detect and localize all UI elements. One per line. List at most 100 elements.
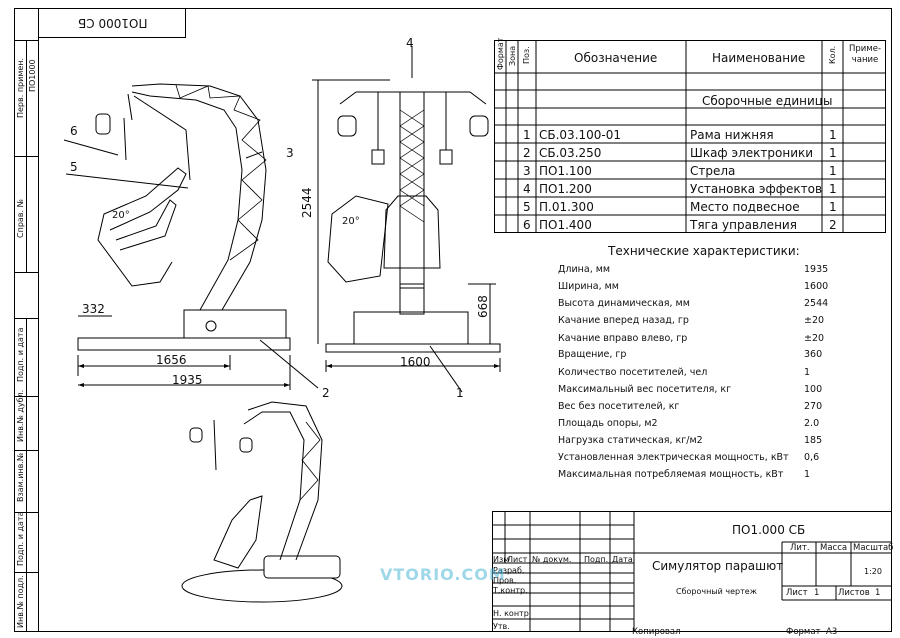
spec-name-7: Количество посетителей, чел <box>558 367 708 378</box>
bom-row-4-naim: Установка эффектов <box>690 182 823 196</box>
spec-name-3: Высота динамическая, мм <box>558 298 690 309</box>
bom-row-1-kol: 1 <box>829 128 837 142</box>
bom-row-1-oboz: СБ.03.100-01 <box>539 128 622 142</box>
bom-row-2-poz: 2 <box>523 146 531 160</box>
stamp-h-podp: Подп. <box>584 555 609 564</box>
side-view-cabinet-vent <box>205 320 217 332</box>
stamp-masshtab: Масштаб <box>853 543 894 553</box>
dim-1935: 1935 <box>172 373 203 387</box>
title-block <box>492 511 892 632</box>
side-view-rope <box>127 93 191 181</box>
iso-view-seat <box>213 495 263 569</box>
spec-name-6: Вращение, гр <box>558 349 627 360</box>
bom-row-5-naim: Место подвесное <box>690 200 800 214</box>
spec-value-7: 1 <box>804 367 811 378</box>
front-view-pedestal <box>399 283 425 315</box>
bom-table <box>494 40 886 233</box>
spec-value-10: 2.0 <box>804 418 820 429</box>
specs-title: Технические характеристики: <box>608 244 800 258</box>
stamp-tkontr: Т.контр. <box>493 586 528 595</box>
spec-name-13: Максимальная потребляемая мощность, кВт <box>558 469 784 480</box>
left-strip-b-div-4 <box>14 512 38 513</box>
footer-format: Формат <box>786 627 821 637</box>
angle-label-front: 20° <box>342 216 360 227</box>
front-view-mast-truss <box>399 109 425 223</box>
stamp-listov-label: Листов <box>838 588 870 598</box>
spec-name-12: Установленная электрическая мощность, кВ… <box>558 452 789 463</box>
callout-1: 1 <box>456 386 464 400</box>
iso-view-boom <box>243 401 323 561</box>
spec-value-4: ±20 <box>804 315 825 326</box>
left-strip-b-div-2 <box>14 396 38 397</box>
callout-4: 4 <box>406 36 414 50</box>
spec-value-3: 2544 <box>804 298 829 309</box>
bom-section-title: Сборочные единицы <box>702 94 833 108</box>
left-strip-bottom <box>14 318 39 632</box>
bom-row-2-kol: 1 <box>829 146 837 160</box>
stamp-massa: Масса <box>820 543 848 553</box>
iso-view-right-box <box>239 437 253 453</box>
bom-row-3-oboz: ПО1.100 <box>539 164 592 178</box>
callout-5: 5 <box>70 160 78 174</box>
spec-value-13: 1 <box>804 469 811 480</box>
bom-row-3-poz: 3 <box>523 164 531 178</box>
bom-row-5-poz: 5 <box>523 200 531 214</box>
bom-row-6-oboz: ПО1.400 <box>539 218 592 232</box>
stamp-utv: Утв. <box>493 622 510 631</box>
stamp-doc-code: ПО1.000 СБ <box>732 523 806 537</box>
bom-h-naim: Наименование <box>712 51 806 65</box>
stamp-prov: Пров. <box>493 576 517 585</box>
bom-row-2-oboz: СБ.03.250 <box>539 146 602 160</box>
angle-label-side: 20° <box>112 210 130 221</box>
bom-h-prim: Приме-чание <box>848 44 882 65</box>
dim-1600: 1600 <box>400 355 431 369</box>
side-view-cabinet <box>183 309 287 339</box>
stamp-nkontr: Н. контр. <box>493 609 532 618</box>
bom-row-4-oboz: ПО1.200 <box>539 182 592 196</box>
bom-row-4-poz: 4 <box>523 182 531 196</box>
corner-code-box <box>38 8 186 38</box>
stamp-title: Симулятор парашют <box>652 559 784 573</box>
front-view-cabinet <box>353 311 469 345</box>
spec-value-9: 270 <box>804 401 823 412</box>
bom-row-1-poz: 1 <box>523 128 531 142</box>
iso-view-truss <box>299 421 321 501</box>
bom-row-4-kol: 1 <box>829 182 837 196</box>
front-view-tilted-seat <box>327 195 389 283</box>
front-view-right-box <box>469 115 489 137</box>
spec-name-1: Длина, мм <box>558 264 611 275</box>
spec-value-8: 100 <box>804 384 823 395</box>
front-view-left-box <box>337 115 357 137</box>
left-strip-b-div-1 <box>14 318 38 319</box>
stamp-h-ndok: № докум. <box>532 555 572 564</box>
callout-3: 3 <box>286 146 294 160</box>
side-view-boom-truss <box>175 84 267 261</box>
side-view-handle <box>123 117 127 161</box>
side-view-boom-outer <box>131 91 243 311</box>
spec-value-1: 1935 <box>804 264 829 275</box>
stamp-list-value: 1 <box>814 588 820 598</box>
bom-row-6-poz: 6 <box>523 218 531 232</box>
bom-row-6-kol: 2 <box>829 218 837 232</box>
spec-name-9: Вес без посетителей, кг <box>558 401 680 412</box>
left-strip-bottom-col <box>26 318 27 632</box>
stamp-lit: Лит. <box>790 543 810 553</box>
stamp-list-label: Лист <box>786 588 808 598</box>
stamp-h-list: Лист <box>507 555 528 564</box>
bom-row-5-kol: 1 <box>829 200 837 214</box>
left-strip-b-div-3 <box>14 450 38 451</box>
stamp-subtitle: Сборочный чертеж <box>676 587 757 596</box>
side-view-hand-box <box>95 113 111 135</box>
spec-value-2: 1600 <box>804 281 829 292</box>
spec-name-4: Качание вперед назад, гр <box>558 315 689 326</box>
callout-2: 2 <box>322 386 330 400</box>
bom-row-1-naim: Рама нижняя <box>690 128 774 142</box>
side-view-seat <box>97 167 187 287</box>
spec-name-8: Максимальный вес посетителя, кг <box>558 384 732 395</box>
front-view-handles <box>377 92 447 150</box>
bom-h-oboz: Обозначение <box>574 51 658 65</box>
stamp-razrab: Разраб. <box>493 566 525 575</box>
